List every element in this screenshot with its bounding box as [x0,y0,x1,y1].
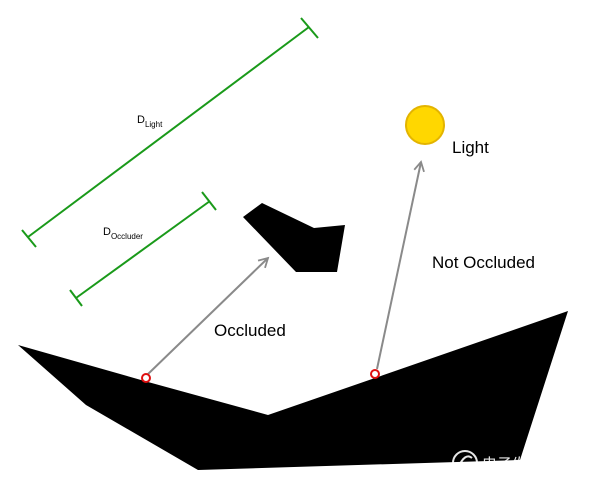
occluder-shape [243,203,345,272]
light-label: Light [452,138,489,157]
occluded-sample-point [141,373,151,383]
d-light-subscript: Light [145,120,163,129]
ground-shape [18,311,568,470]
watermark: 电子发烧友 [452,450,557,476]
watermark-logo-icon [452,450,478,476]
occluded-label: Occluded [214,321,286,340]
d-light-dimension [21,17,319,248]
d-occluder-label: DOccluder [103,226,143,241]
d-light-label: DLight [137,114,163,129]
occluded-ray [146,256,270,376]
d-occluder-subscript: Occluder [111,232,143,241]
watermark-logo-mark [457,455,473,469]
watermark-text: 电子发烧友 [482,456,557,473]
light-icon [405,105,445,145]
d-light-main: D [137,114,145,126]
d-occluder-main: D [103,226,111,238]
not-occluded-label: Not Occluded [432,253,535,272]
lit-sample-point [370,369,380,379]
light-ray [376,160,425,370]
d-occluder-dimension [69,191,217,307]
